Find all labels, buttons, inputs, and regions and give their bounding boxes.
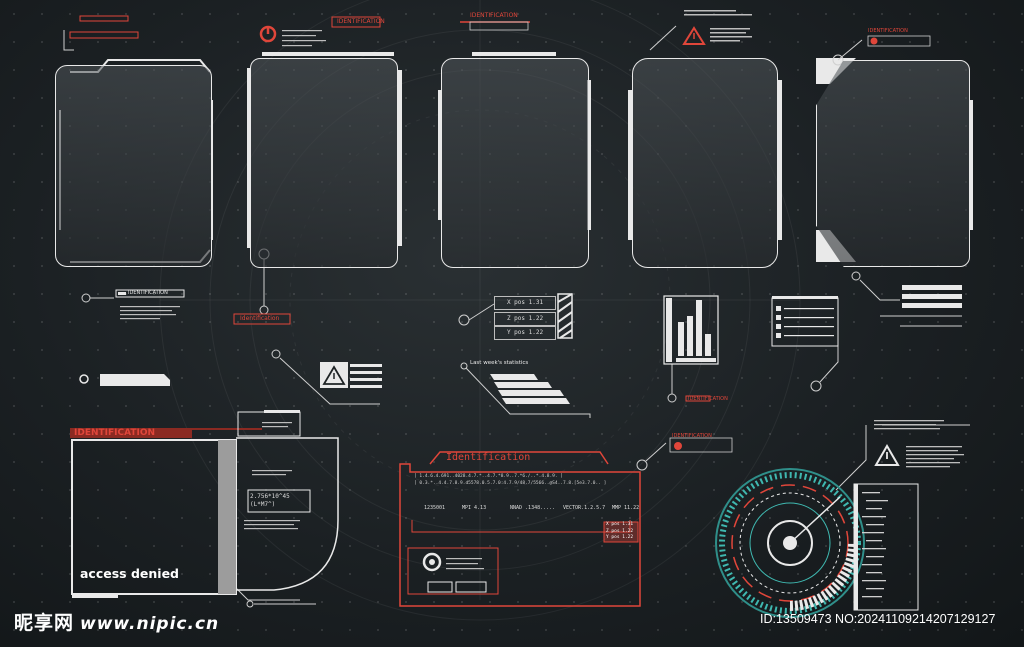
watermark-site-cn: 昵享网 [14, 612, 75, 634]
radar-widget [715, 468, 865, 618]
stripe-bars-right [902, 285, 962, 308]
access-denied-label: access denied [80, 566, 179, 581]
console-title: Identification [446, 452, 531, 463]
tiny-text-right [244, 420, 964, 570]
red-id-tags [69, 15, 931, 47]
identification-label-top-center: IDENTIFICATION [470, 12, 518, 19]
panel-2-frame-ticks [247, 52, 402, 248]
console-code-line: [ 1.4.6.4.691..4028.4.7.*..4.7.*8.9..7.*… [414, 474, 564, 479]
id-frame-panel-3 [441, 58, 589, 268]
stats-title: Last week's statistics [470, 360, 529, 366]
coord-x-pos: X pos 1.31 [494, 296, 556, 310]
warning-icon-right [874, 444, 900, 466]
console-col-2: MPI 4.13 [462, 505, 487, 511]
access-denied-frame [70, 410, 339, 598]
id-frame-panel-2 [250, 58, 398, 268]
warning-icon [682, 26, 706, 45]
watermark-site-url: www.nipic.cn [80, 614, 220, 634]
stats-bars [490, 374, 570, 404]
id-bar-panel1 [115, 289, 185, 298]
identification-label-panel2: Identification [240, 315, 280, 322]
console-col-5: MMP 11.22 [612, 505, 640, 511]
console-col-3: NNAD .1348..... [510, 505, 556, 511]
console-buttons [422, 552, 487, 593]
console-pos-z: Z pos 1.22 [606, 529, 634, 534]
panel-4-frame-ticks [628, 80, 782, 240]
id-bar-panel2 [233, 313, 291, 325]
identification-label-console-tag: IDENTIFICATION [672, 433, 712, 439]
console-pos-y: Y pos 1.22 [606, 535, 634, 540]
id-frame-panel-5 [816, 60, 970, 267]
console-code-line-2: [ 0.3.*..4.4.7.8.9.d5578.0.5.7.0:4.7.9/4… [414, 481, 607, 486]
warning-widget [320, 362, 382, 388]
id-tag-console [669, 437, 733, 453]
watermark-id: ID:13509473 NO:20241109214207129127 [760, 612, 996, 626]
bar-chart-widget [663, 295, 719, 402]
readout-value: 2.756*10^45 [250, 493, 290, 500]
console-col-4: VECTOR.1.2.5.7 [563, 505, 606, 511]
console-col-1: 1235001 [424, 505, 446, 511]
identification-label-chart: IDENTIFICATION [688, 396, 728, 402]
coordinate-hatch [557, 293, 573, 339]
console-pos-x: X pos 1.31 [606, 522, 634, 527]
list-widget [771, 296, 839, 347]
tiny-text-lines [120, 10, 752, 320]
panel-3-frame-ticks [438, 52, 591, 230]
identification-label-top: IDENTIFICATION [337, 18, 385, 25]
id-frame-panel-1 [55, 65, 212, 267]
console-frame [399, 451, 641, 607]
power-icon [259, 25, 277, 43]
coord-z-pos: Z pos 1.22 [494, 312, 556, 326]
fingerprint-icon [422, 552, 442, 572]
access-panel-identification: IDENTIFICATION [74, 428, 156, 438]
coord-y-pos: Y pos 1.22 [494, 326, 556, 340]
code-column-lines [862, 492, 888, 598]
identification-label-panel1: IDENTIFICATION [128, 290, 168, 296]
pill-bar [79, 374, 170, 386]
identification-label-right: IDENTIFICATION [868, 28, 908, 34]
readout-unit: (L*M7^) [250, 501, 276, 508]
id-frame-panel-4 [632, 58, 778, 268]
